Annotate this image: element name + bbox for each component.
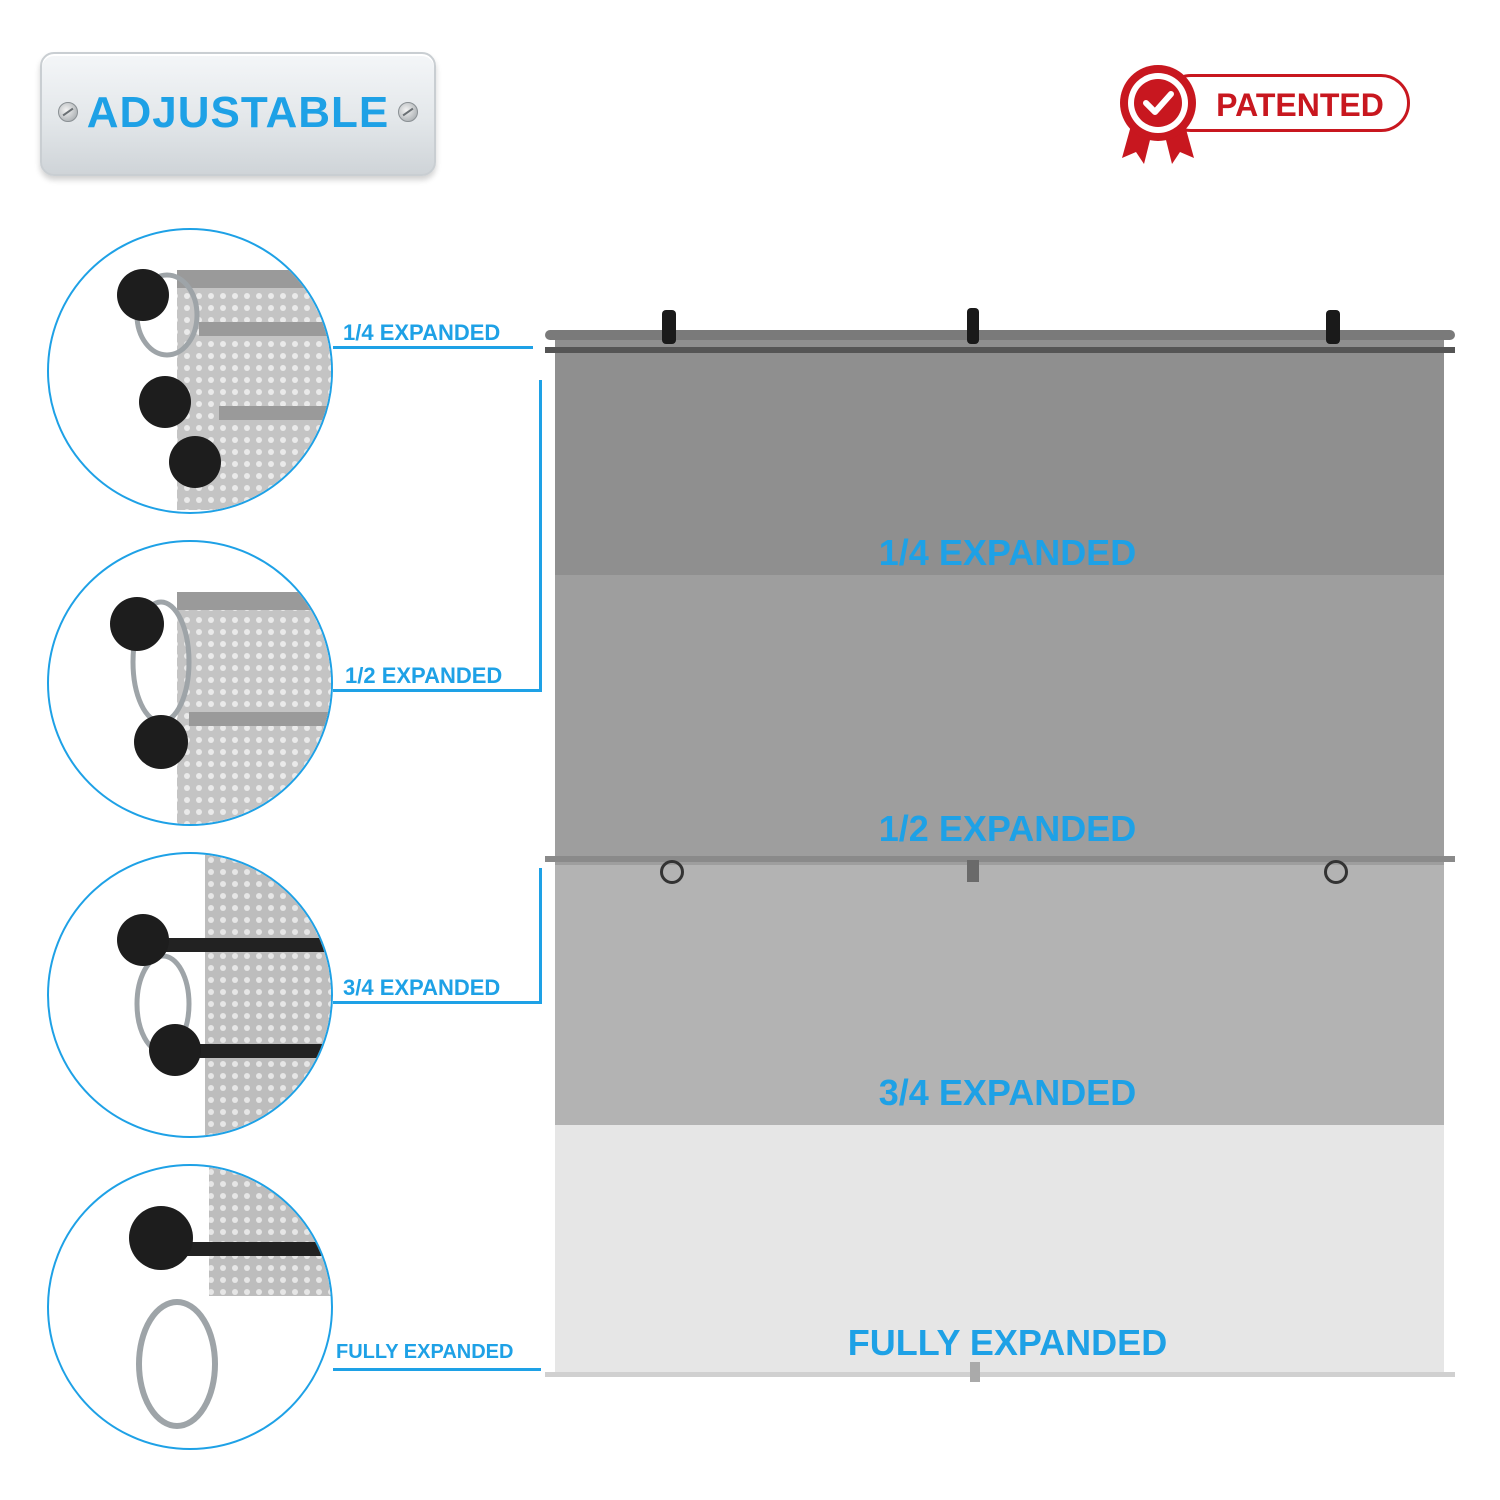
connector-line [333, 1368, 541, 1371]
side-label-three-quarter: 3/4 EXPANDED [343, 975, 501, 1000]
knob-icon [117, 914, 169, 966]
middle-rod [545, 856, 1455, 862]
top-rod [545, 330, 1455, 340]
clip-hook-icon [662, 310, 676, 344]
patented-label: PATENTED [1216, 87, 1384, 123]
clip-hook-icon [967, 308, 979, 344]
shade-panel-quarter [555, 338, 1444, 575]
connector-line [333, 1001, 541, 1004]
clip-hook-icon [967, 860, 979, 882]
screw-icon [398, 102, 418, 122]
screw-icon [58, 102, 78, 122]
knob-icon [117, 269, 169, 321]
panel-label-three-quarter: 3/4 EXPANDED [878, 1072, 1137, 1113]
detail-circle-quarter [47, 228, 333, 514]
patented-badge: PATENTED [1110, 60, 1415, 170]
shade-panel-half [555, 575, 1444, 865]
detail-circle-half [47, 540, 333, 826]
panel-label-quarter: 1/4 EXPANDED [878, 532, 1137, 573]
detail-circle-three-quarter [47, 852, 333, 1138]
panel-label-half: 1/2 EXPANDED [878, 808, 1137, 849]
adjustable-plate: ADJUSTABLE [40, 52, 436, 176]
knob-icon [129, 1206, 193, 1270]
shade-panel-full [555, 1125, 1444, 1375]
side-label-half: 1/2 EXPANDED [345, 663, 503, 688]
connector-line [333, 346, 533, 349]
ring-icon [1324, 860, 1348, 884]
side-label-full: FULLY EXPANDED [336, 1341, 514, 1363]
clip-hook-icon [1326, 310, 1340, 344]
ring-icon [136, 1299, 218, 1429]
detail-circle-full [47, 1164, 333, 1450]
panel-label-full: FULLY EXPANDED [847, 1322, 1168, 1363]
connector-line [539, 868, 542, 1004]
ring-icon [660, 860, 684, 884]
connector-line [333, 689, 541, 692]
clip-hook-icon [970, 1362, 980, 1382]
top-rod-lower [545, 347, 1455, 353]
adjustable-title: ADJUSTABLE [86, 88, 390, 137]
ribbon-check-icon [1120, 65, 1196, 164]
bottom-rod [545, 1372, 1455, 1377]
shade-panel-three-quarter [555, 865, 1444, 1125]
side-label-quarter: 1/4 EXPANDED [343, 320, 501, 345]
connector-line [539, 380, 542, 692]
knob-icon [110, 597, 164, 651]
